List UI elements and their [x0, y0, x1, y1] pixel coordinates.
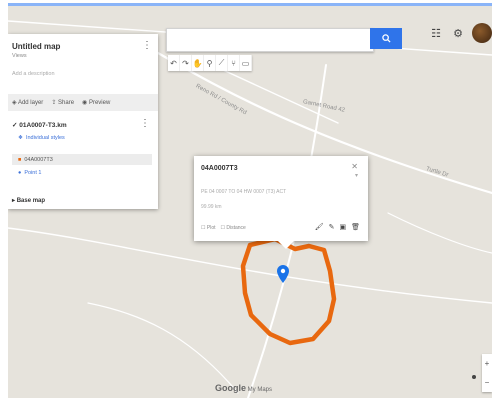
- popup-footer: ☐ Plot ☐ Distance: [201, 225, 246, 231]
- layer-feature-item[interactable]: ●Point 1: [18, 170, 42, 176]
- close-icon[interactable]: ✕: [351, 162, 358, 171]
- feature-popup: 04A0007T3 ✕ ▾ PE 04 0007 TO 04 HW 0007 (…: [194, 156, 368, 249]
- map-title[interactable]: Untitled map: [12, 42, 61, 51]
- search-input[interactable]: [166, 28, 374, 52]
- map-canvas[interactable]: [8, 3, 492, 398]
- road-lower: [8, 227, 492, 304]
- search-button[interactable]: [370, 28, 402, 49]
- top-right-icons: ☷ ⚙: [428, 23, 492, 43]
- location-icon[interactable]: [472, 375, 476, 379]
- settings-icon[interactable]: ⚙: [453, 27, 463, 40]
- road-right: [387, 212, 492, 254]
- map-description[interactable]: Add a description: [12, 71, 55, 77]
- map-pin-icon[interactable]: [277, 265, 289, 283]
- zoom-control: + −: [482, 354, 492, 392]
- map-toolbar: ↶ ↷ ✋ ⚲ ⟋ ⑂ ▭: [168, 55, 252, 71]
- road-northwest: [207, 62, 339, 124]
- road-left-branch: [87, 302, 239, 394]
- photo-icon[interactable]: ▣: [339, 224, 347, 231]
- zoom-out-icon[interactable]: −: [484, 378, 490, 387]
- layer-title[interactable]: ✓ 01A0007-T3.km: [12, 122, 67, 129]
- map-frame[interactable]: Reno Rd / County Rd Garnet Road 42 Turtl…: [8, 3, 492, 398]
- polygon-icon: ■: [18, 156, 22, 163]
- parcel-polygon: [240, 236, 337, 346]
- popup-action-icons: 🖌 ✎ ▣ 🗑: [315, 223, 360, 231]
- popup-description: PE 04 0007 TO 04 HW 0007 (T3) ACT: [201, 189, 287, 195]
- pin-icon: ●: [18, 170, 22, 176]
- avatar-icon[interactable]: [472, 23, 492, 43]
- popup-distance-link[interactable]: ☐ Distance: [220, 225, 246, 231]
- draw-line-icon[interactable]: ⟋: [216, 55, 228, 71]
- layer-feature-selected[interactable]: ■04A0007T3: [12, 154, 152, 165]
- ruler-icon[interactable]: ▭: [240, 55, 252, 71]
- apps-icon[interactable]: ☷: [431, 27, 441, 40]
- map-side-panel: Untitled map Views Add a description ⋮ ◈…: [8, 34, 158, 209]
- popup-measurement: 99.99 km: [201, 204, 222, 210]
- edit-icon[interactable]: ✎: [328, 224, 335, 231]
- style-icon: ❖: [18, 135, 23, 141]
- layer-style-item[interactable]: ❖Individual styles: [18, 135, 65, 141]
- preview-button[interactable]: ◉ Preview: [82, 100, 111, 106]
- marker-tool-icon[interactable]: ⚲: [204, 55, 216, 71]
- undo-icon[interactable]: ↶: [168, 55, 180, 71]
- redo-icon[interactable]: ↷: [180, 55, 192, 71]
- basemap-toggle[interactable]: ▸ Base map: [12, 198, 46, 204]
- add-layer-button[interactable]: ◈ Add layer: [12, 100, 44, 106]
- directions-icon[interactable]: ⑂: [228, 55, 240, 71]
- popup-plot-link[interactable]: ☐ Plot: [201, 225, 216, 231]
- popup-expand-icon[interactable]: ▾: [354, 173, 358, 179]
- popup-title: 04A0007T3: [201, 165, 238, 172]
- map-views: Views: [12, 53, 27, 59]
- delete-icon[interactable]: 🗑: [351, 224, 360, 231]
- panel-actions: ◈ Add layer ⇪ Share ◉ Preview: [8, 94, 158, 111]
- layer-menu-icon[interactable]: ⋮: [140, 118, 150, 129]
- zoom-in-icon[interactable]: +: [484, 359, 490, 368]
- hand-icon[interactable]: ✋: [192, 55, 204, 71]
- more-vert-icon[interactable]: ⋮: [142, 40, 152, 51]
- search-icon: [381, 34, 391, 43]
- style-paint-icon[interactable]: 🖌: [314, 224, 324, 231]
- google-attribution: Google My Maps: [215, 383, 273, 393]
- share-button[interactable]: ⇪ Share: [51, 100, 75, 106]
